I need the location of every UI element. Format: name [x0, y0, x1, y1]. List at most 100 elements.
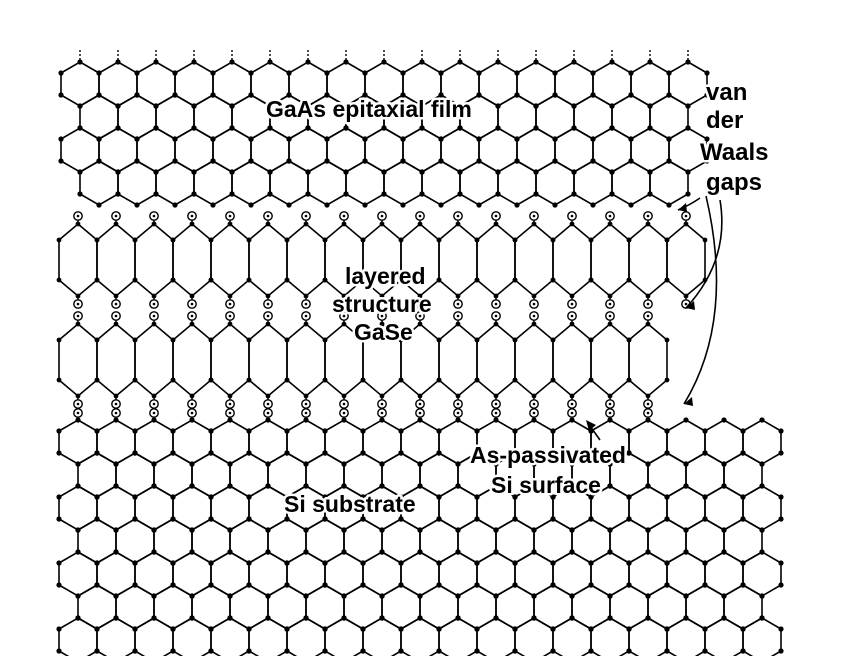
- lattice-atom: [341, 461, 347, 467]
- lattice-hexagon: [590, 617, 630, 656]
- lattice-atom: [740, 428, 746, 434]
- lattice-atom: [702, 516, 708, 522]
- lattice-hexagon: [174, 61, 214, 107]
- lattice-atom: [514, 158, 520, 164]
- lattice-atom: [702, 582, 708, 588]
- lattice-atom: [284, 516, 290, 522]
- gase-atom: [626, 377, 632, 383]
- lattice-atom: [248, 92, 254, 98]
- lattice-atom: [286, 70, 292, 76]
- lone-pair-dot: [76, 314, 80, 318]
- lattice-atom: [284, 560, 290, 566]
- lattice-hexagon: [362, 419, 402, 465]
- lone-pair-dot: [494, 302, 498, 306]
- lattice-atom: [191, 125, 197, 131]
- lattice-atom: [172, 92, 178, 98]
- lattice-atom: [647, 103, 653, 109]
- lattice-hexagon: [495, 584, 535, 630]
- lattice-atom: [284, 582, 290, 588]
- gase-atom: [588, 237, 594, 243]
- lattice-atom: [664, 626, 670, 632]
- lattice-atom: [607, 615, 613, 621]
- lattice-hexagon: [552, 617, 592, 656]
- gase-atom: [208, 337, 214, 343]
- lattice-atom: [704, 92, 710, 98]
- lattice-hexagon: [573, 94, 613, 140]
- lattice-hexagon: [77, 584, 117, 630]
- lattice-hexagon: [381, 518, 421, 564]
- gase-atom: [208, 377, 214, 383]
- lone-pair-dot: [342, 302, 346, 306]
- lattice-atom: [683, 549, 689, 555]
- lattice-atom: [286, 92, 292, 98]
- lattice-atom: [512, 428, 518, 434]
- gase-atom: [436, 237, 442, 243]
- lattice-atom: [740, 626, 746, 632]
- lattice-hexagon: [421, 160, 461, 206]
- lattice-hexagon: [136, 61, 176, 107]
- lattice-atom: [96, 70, 102, 76]
- lattice-atom: [229, 103, 235, 109]
- lattice-hexagon: [516, 127, 556, 173]
- lattice-atom: [96, 158, 102, 164]
- lattice-atom: [740, 516, 746, 522]
- lone-pair-dot: [570, 302, 574, 306]
- gase-atom: [246, 277, 252, 283]
- lattice-hexagon: [98, 127, 138, 173]
- lattice-atom: [115, 191, 121, 197]
- lattice-atom: [134, 92, 140, 98]
- lattice-atom: [191, 191, 197, 197]
- lattice-hexagon: [402, 127, 442, 173]
- gase-atom: [208, 277, 214, 283]
- gase-atom: [170, 377, 176, 383]
- gase-atom: [284, 277, 290, 283]
- lattice-atom: [759, 549, 765, 555]
- lone-pair-dot: [76, 402, 80, 406]
- lattice-hexagon: [58, 485, 98, 531]
- lattice-atom: [248, 136, 254, 142]
- lattice-atom: [341, 483, 347, 489]
- lattice-atom: [324, 70, 330, 76]
- lattice-atom: [721, 593, 727, 599]
- lattice-atom: [588, 560, 594, 566]
- lone-pair-dot: [228, 302, 232, 306]
- lone-pair-dot: [456, 314, 460, 318]
- lattice-hexagon: [573, 160, 613, 206]
- lattice-hexagon: [134, 617, 174, 656]
- lattice-atom: [531, 483, 537, 489]
- lattice-hexagon: [704, 485, 744, 531]
- gase-atom: [360, 277, 366, 283]
- lattice-atom: [398, 582, 404, 588]
- lone-pair-dot: [570, 314, 574, 318]
- lattice-atom: [229, 59, 235, 65]
- label-passivated-line2: Si surface: [491, 472, 601, 498]
- lattice-atom: [400, 158, 406, 164]
- lattice-atom: [56, 626, 62, 632]
- lattice-hexagon: [476, 551, 516, 597]
- lattice-atom: [210, 158, 216, 164]
- lattice-atom: [702, 450, 708, 456]
- lattice-atom: [645, 417, 651, 423]
- gase-atom: [626, 277, 632, 283]
- lone-pair-dot: [304, 302, 308, 306]
- lattice-atom: [229, 125, 235, 131]
- lattice-hexagon: [571, 584, 611, 630]
- lattice-atom: [77, 169, 83, 175]
- lattice-atom: [704, 70, 710, 76]
- lattice-hexagon: [153, 452, 193, 498]
- lattice-atom: [400, 202, 406, 208]
- lattice-atom: [457, 59, 463, 65]
- lattice-atom: [246, 626, 252, 632]
- lattice-atom: [683, 483, 689, 489]
- lattice-hexagon: [191, 584, 231, 630]
- lattice-hexagon: [248, 419, 288, 465]
- lattice-atom: [56, 450, 62, 456]
- lattice-atom: [284, 626, 290, 632]
- lattice-atom: [626, 428, 632, 434]
- lattice-atom: [151, 461, 157, 467]
- gase-hexagon: [172, 322, 212, 398]
- lattice-atom: [531, 417, 537, 423]
- lattice-atom: [493, 417, 499, 423]
- gase-atom: [360, 377, 366, 383]
- lattice-hexagon: [628, 485, 668, 531]
